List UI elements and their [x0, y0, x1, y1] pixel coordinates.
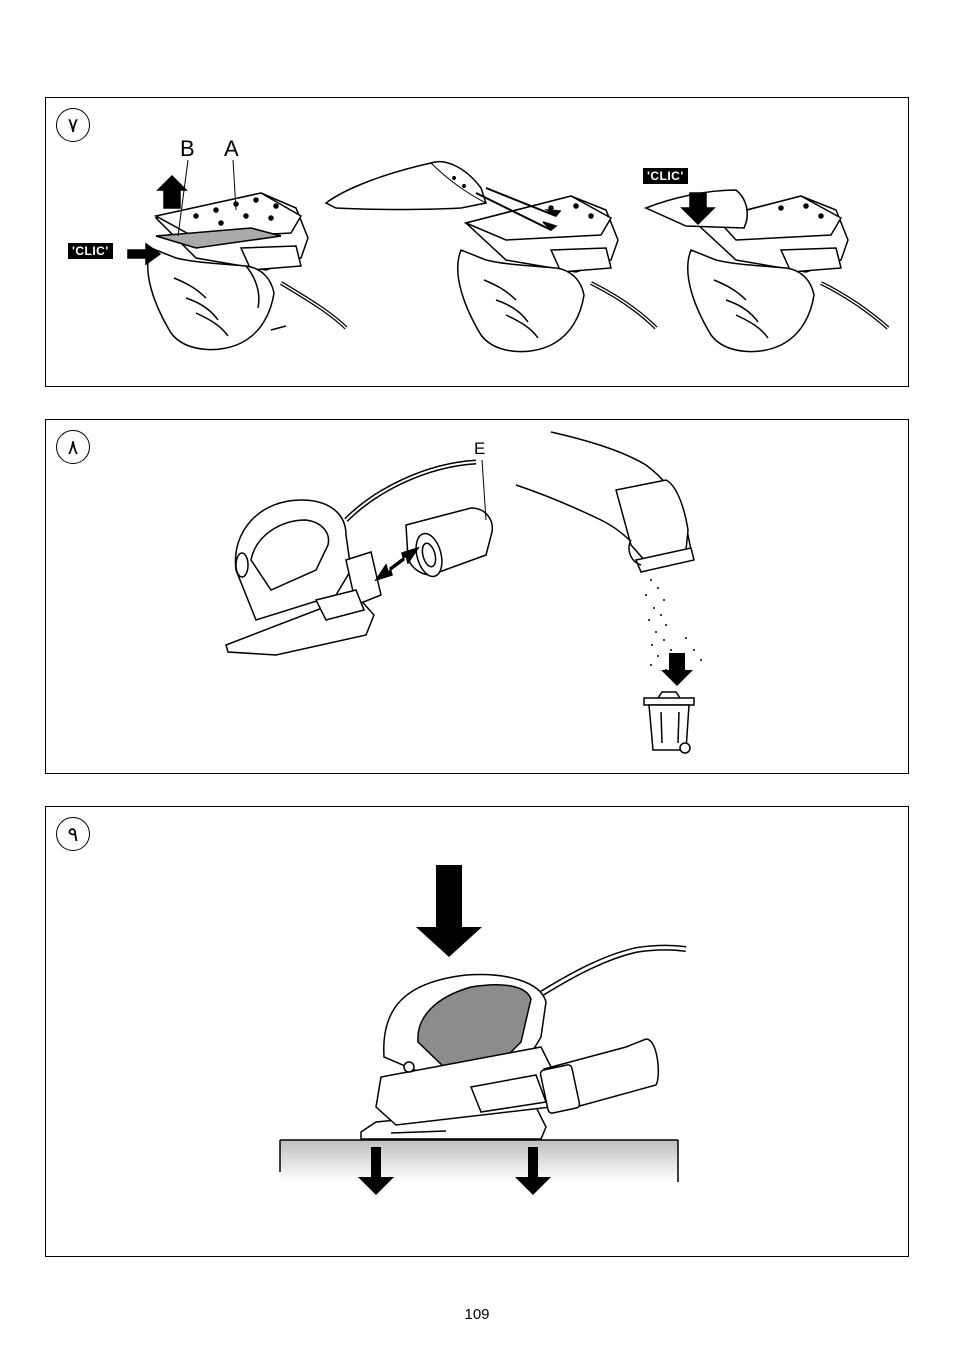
- sanding-pressure-illustration: [46, 807, 910, 1258]
- sander-on-surface: [361, 948, 686, 1139]
- step-7-panel: ٧: [45, 97, 909, 387]
- waste-bin-icon: [644, 692, 694, 753]
- clic-badge-left: 'CLIC': [68, 243, 113, 259]
- clic-badge-right: 'CLIC': [643, 168, 688, 184]
- step-8-panel: ٨: [45, 419, 909, 774]
- pressure-arrow: [416, 865, 482, 957]
- step-9-panel: ٩: [45, 806, 909, 1257]
- page-number: 109: [0, 1306, 954, 1323]
- dust-container-emptying-illustration: [46, 420, 910, 775]
- hand-emptying-dust-box: [516, 432, 694, 572]
- label-e: E: [474, 440, 485, 457]
- label-a: A: [224, 138, 239, 160]
- sander-figure-2: [326, 162, 656, 352]
- sander-figure-3: [646, 190, 888, 352]
- label-b: B: [180, 138, 195, 160]
- sanding-pad-replacement-illustration: [46, 98, 910, 388]
- sander-figure-1: [128, 160, 346, 350]
- work-surface: [280, 1140, 678, 1182]
- sander-with-dust-box: [226, 460, 492, 655]
